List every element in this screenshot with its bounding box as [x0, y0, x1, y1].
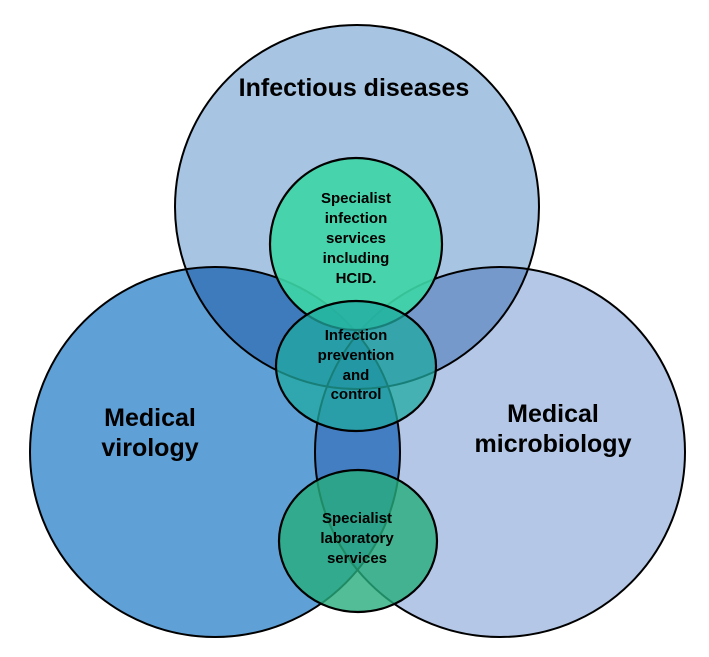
infection-prevention-and-control-label: Infection prevention and control [318, 327, 395, 403]
medical-virology-label-line1: Medical [104, 404, 196, 432]
specialist-infection-label-line5: HCID. [336, 270, 377, 287]
infection-prevention-label-line3: and [343, 367, 370, 384]
medical-virology-label: Medical virology [101, 404, 198, 462]
medical-microbiology-label-line1: Medical [507, 400, 599, 428]
infection-prevention-label-line2: prevention [318, 347, 395, 364]
specialist-infection-services-label: Specialist infection services including … [321, 190, 391, 287]
infection-prevention-label-line1: Infection [325, 327, 388, 344]
infection-prevention-and-control-circle [274, 299, 438, 433]
specialist-laboratory-label-line2: laboratory [320, 530, 394, 547]
specialist-laboratory-services-circle [277, 468, 439, 614]
medical-virology-label-line2: virology [101, 434, 198, 462]
specialist-infection-label-line4: including [323, 250, 390, 267]
infectious-diseases-label: Infectious diseases [239, 74, 470, 102]
specialist-infection-label-line3: services [326, 230, 386, 247]
specialist-infection-label-line2: infection [325, 210, 388, 227]
specialist-laboratory-services-label: Specialist laboratory services [320, 510, 394, 567]
specialist-laboratory-label-line1: Specialist [322, 510, 392, 527]
specialist-laboratory-label-line3: services [327, 550, 387, 567]
medical-microbiology-label-line2: microbiology [475, 430, 632, 458]
infection-prevention-label-line4: control [331, 386, 382, 403]
specialist-infection-label-line1: Specialist [321, 190, 391, 207]
medical-microbiology-label: Medical microbiology [475, 400, 632, 458]
